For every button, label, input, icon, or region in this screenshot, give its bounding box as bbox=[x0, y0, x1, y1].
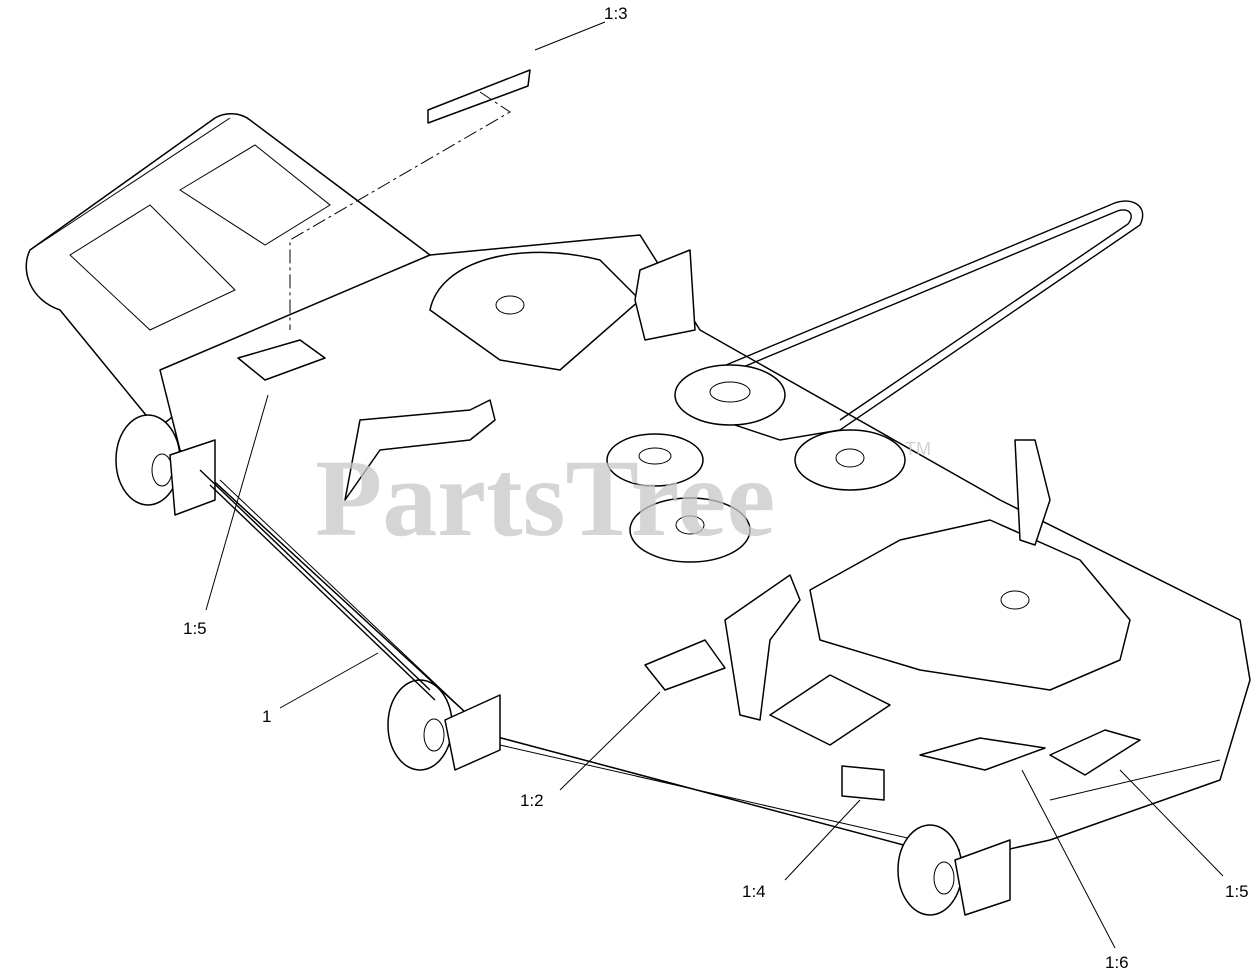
callout-1-3: 1:3 bbox=[604, 4, 628, 23]
decal-1-3 bbox=[427, 69, 531, 124]
front-rod bbox=[199, 469, 436, 701]
callout-1-6: 1:6 bbox=[1105, 953, 1129, 972]
watermark-trademark: TM bbox=[905, 439, 931, 459]
left-belt-shield bbox=[429, 251, 641, 371]
leader-lines bbox=[205, 21, 1224, 949]
decal-1-6 bbox=[919, 737, 1046, 771]
right-belt-shield bbox=[809, 519, 1131, 691]
decal-1-4 bbox=[841, 765, 885, 801]
callout-1: 1 bbox=[262, 707, 271, 726]
callout-1-4: 1:4 bbox=[742, 882, 766, 901]
pulleys bbox=[606, 364, 906, 563]
watermark: PartsTree bbox=[315, 437, 775, 559]
decal-1-2 bbox=[644, 639, 726, 691]
discharge-chute bbox=[25, 113, 431, 425]
grip-pad bbox=[769, 674, 891, 746]
decals bbox=[237, 69, 1141, 801]
callout-1-5-right: 1:5 bbox=[1225, 882, 1249, 901]
decal-1-5-left bbox=[237, 339, 326, 381]
mounting-brackets bbox=[344, 249, 1051, 721]
drive-belt bbox=[688, 200, 1144, 441]
assembly-line bbox=[289, 91, 511, 330]
gauge-wheels bbox=[115, 414, 1011, 916]
callout-1-5-left: 1:5 bbox=[183, 619, 207, 638]
callout-1-2: 1:2 bbox=[520, 791, 544, 810]
decal-1-5-right bbox=[1049, 729, 1141, 776]
